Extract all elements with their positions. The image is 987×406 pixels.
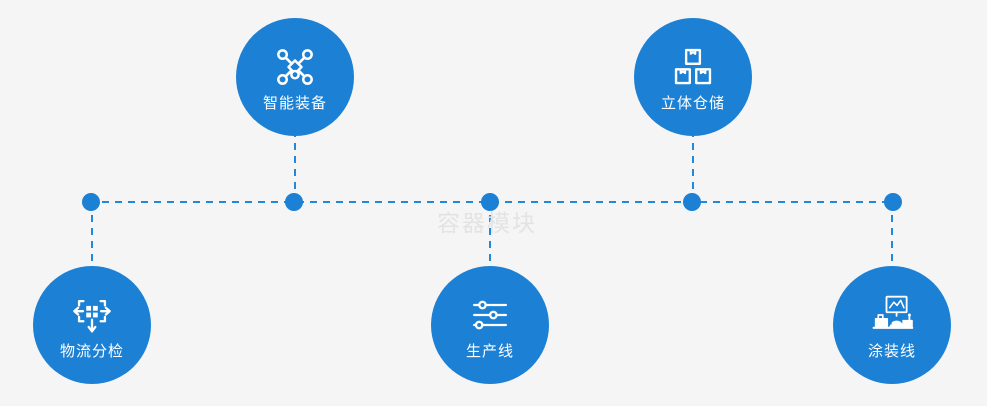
node-label-smart-equipment: 智能装备	[262, 94, 327, 112]
node-stereoscopic-warehouse[interactable]: 立体仓储	[634, 18, 752, 136]
node-logistics-sorting[interactable]: 物流分检	[33, 266, 151, 384]
junction-dot-stereoscopic-warehouse	[683, 193, 701, 211]
node-label-logistics-sorting: 物流分检	[59, 342, 124, 360]
factory-machine-icon	[869, 292, 915, 338]
junction-dot-coating-line	[884, 193, 902, 211]
sorting-arrows-icon	[69, 292, 115, 338]
network-nodes-icon	[272, 44, 318, 90]
node-label-coating-line: 涂装线	[867, 342, 916, 360]
node-label-stereoscopic-warehouse: 立体仓储	[660, 94, 725, 112]
stacked-boxes-icon	[670, 44, 716, 90]
watermark-text: 容器模块	[437, 210, 537, 236]
junction-dot-smart-equipment	[285, 193, 303, 211]
node-production-line[interactable]: 生产线	[431, 266, 549, 384]
node-coating-line[interactable]: 涂装线	[833, 266, 951, 384]
node-label-production-line: 生产线	[465, 342, 514, 360]
sliders-icon	[467, 292, 513, 338]
node-smart-equipment[interactable]: 智能装备	[236, 18, 354, 136]
junction-dot-logistics-sorting	[82, 193, 100, 211]
